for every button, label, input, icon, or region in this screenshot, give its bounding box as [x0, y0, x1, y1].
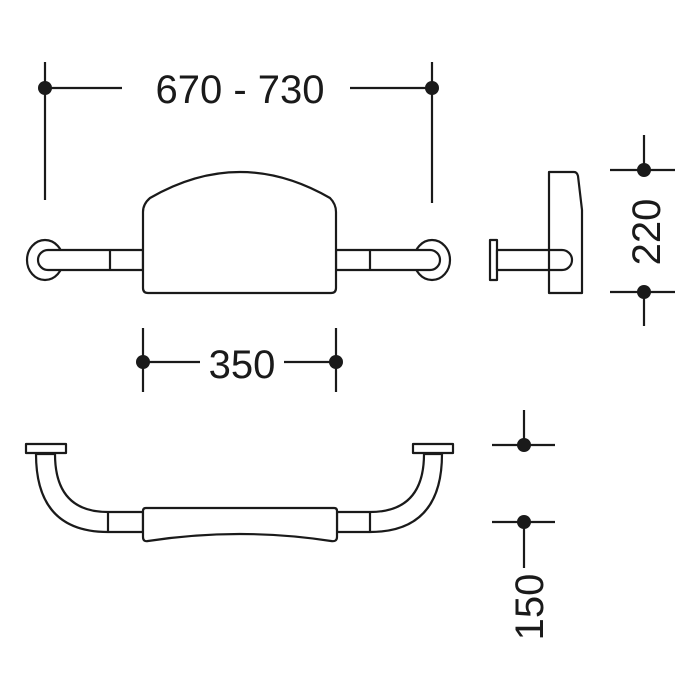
dimension-projection: 150	[492, 410, 555, 640]
projection-label: 150	[508, 574, 552, 641]
dimension-height: 220	[610, 135, 675, 326]
backrest-width-label: 350	[209, 343, 276, 387]
front-view	[25, 170, 452, 295]
height-label: 220	[625, 199, 669, 266]
dimension-backrest-width: 350	[136, 328, 343, 392]
dimension-overall-width: 670 - 730	[38, 62, 439, 203]
top-view	[24, 442, 455, 543]
overall-width-label: 670 - 730	[155, 68, 324, 112]
side-view	[488, 170, 584, 295]
